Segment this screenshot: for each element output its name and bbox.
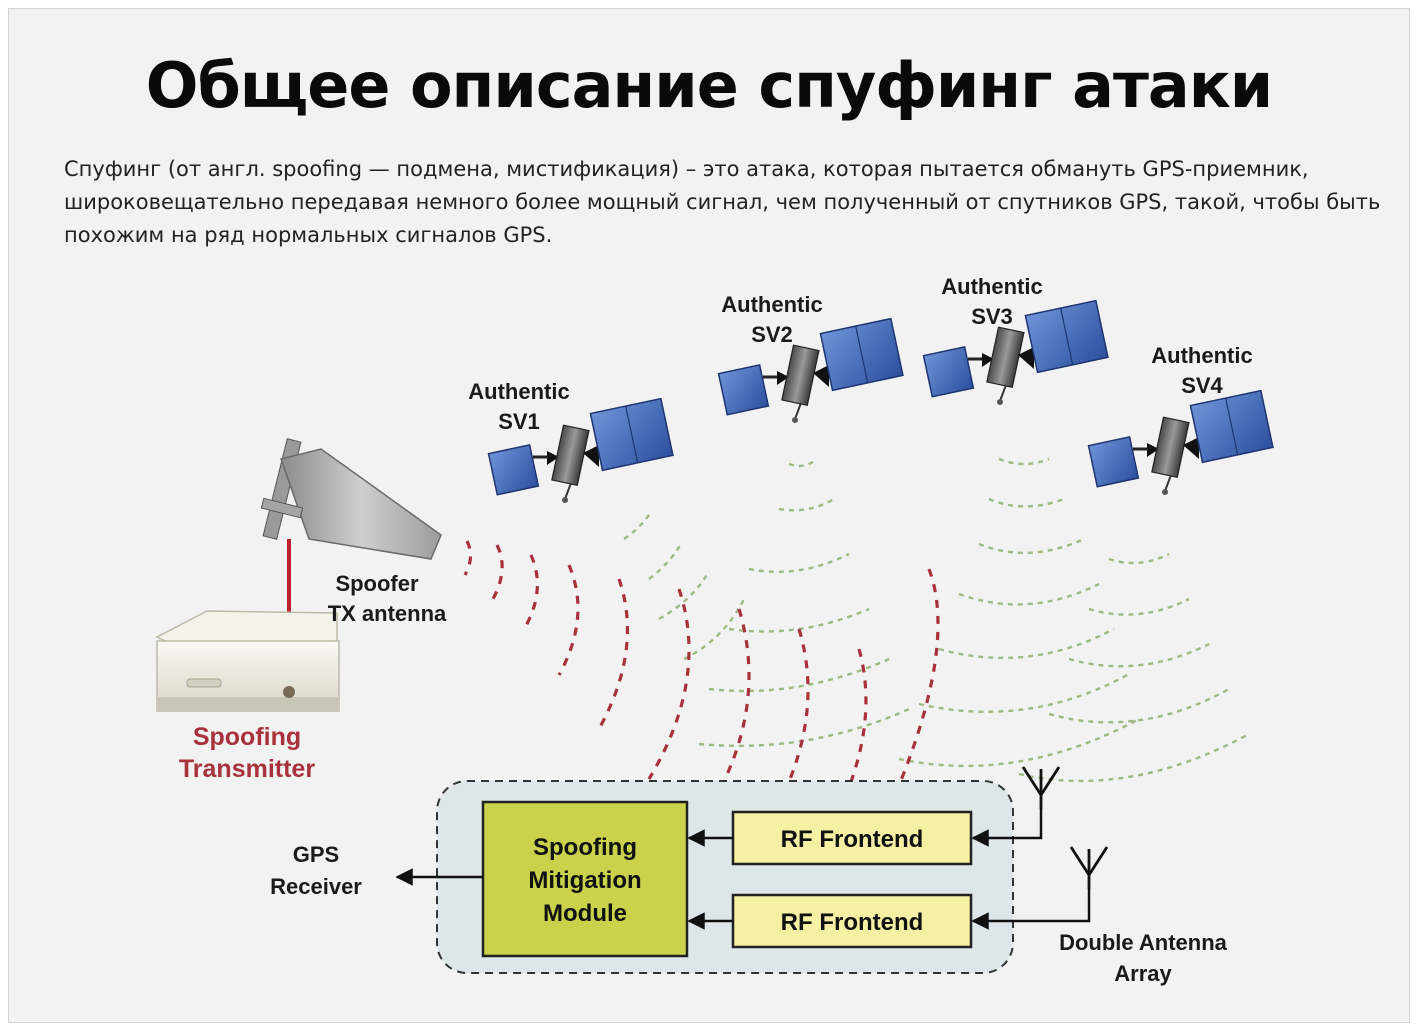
slide-description: Спуфинг (от англ. spoofing — подмена, ми… [64, 157, 1381, 247]
spoofer-antenna-label-line2: TX antenna [328, 601, 447, 626]
sv4-label-line2: SV4 [1181, 373, 1223, 398]
antenna-array-label-line1: Double Antenna [1059, 930, 1228, 955]
slide: Общее описание спуфинг атаки Спуфинг (от… [8, 8, 1410, 1023]
spoofer-antenna-label-line1: Spoofer [335, 571, 419, 596]
mitigation-module-label-line3: Module [543, 900, 627, 927]
sv1-label-line2: SV1 [498, 409, 540, 434]
spoofing-transmitter-label-line2: Transmitter [179, 755, 315, 783]
sv1-label-line1: Authentic [468, 379, 569, 404]
rf-frontend-label-1: RF Frontend [781, 826, 924, 853]
mitigation-module-label-line1: Spoofing [533, 834, 637, 861]
signal-flow-arrows [395, 809, 1091, 930]
gps-receiver-label-line1: GPS [293, 842, 339, 867]
sv3-label-line1: Authentic [941, 274, 1042, 299]
satellite-sv3-icon [922, 299, 1110, 407]
sv2-label-line1: Authentic [721, 292, 822, 317]
gps-receiver-label-line2: Receiver [270, 874, 362, 899]
mitigation-module-box [481, 800, 689, 958]
satellite-sv2-icon [717, 317, 905, 425]
spoofing-transmitter-label-line1: Spoofing [193, 723, 301, 751]
spoofing-diagram: Authentic SV1 Authentic SV2 Authentic SV… [155, 274, 1275, 986]
receive-antenna-icon [1021, 766, 1109, 889]
spoofing-transmitter-icon [155, 610, 340, 712]
rf-frontend-box-1 [731, 810, 973, 866]
slide-title: Общее описание спуфинг атаки [145, 49, 1274, 122]
sv3-label-line2: SV3 [971, 304, 1013, 329]
authentic-signal-arcs [623, 457, 1250, 783]
sv2-label-line2: SV2 [751, 322, 793, 347]
antenna-array-label-line2: Array [1114, 961, 1172, 986]
mitigation-module-label-line2: Mitigation [528, 867, 641, 894]
sv4-label-line1: Authentic [1151, 343, 1252, 368]
rf-frontend-box-2 [731, 893, 973, 949]
rf-frontend-label-2: RF Frontend [781, 909, 924, 936]
satellite-sv4-icon [1087, 389, 1275, 497]
